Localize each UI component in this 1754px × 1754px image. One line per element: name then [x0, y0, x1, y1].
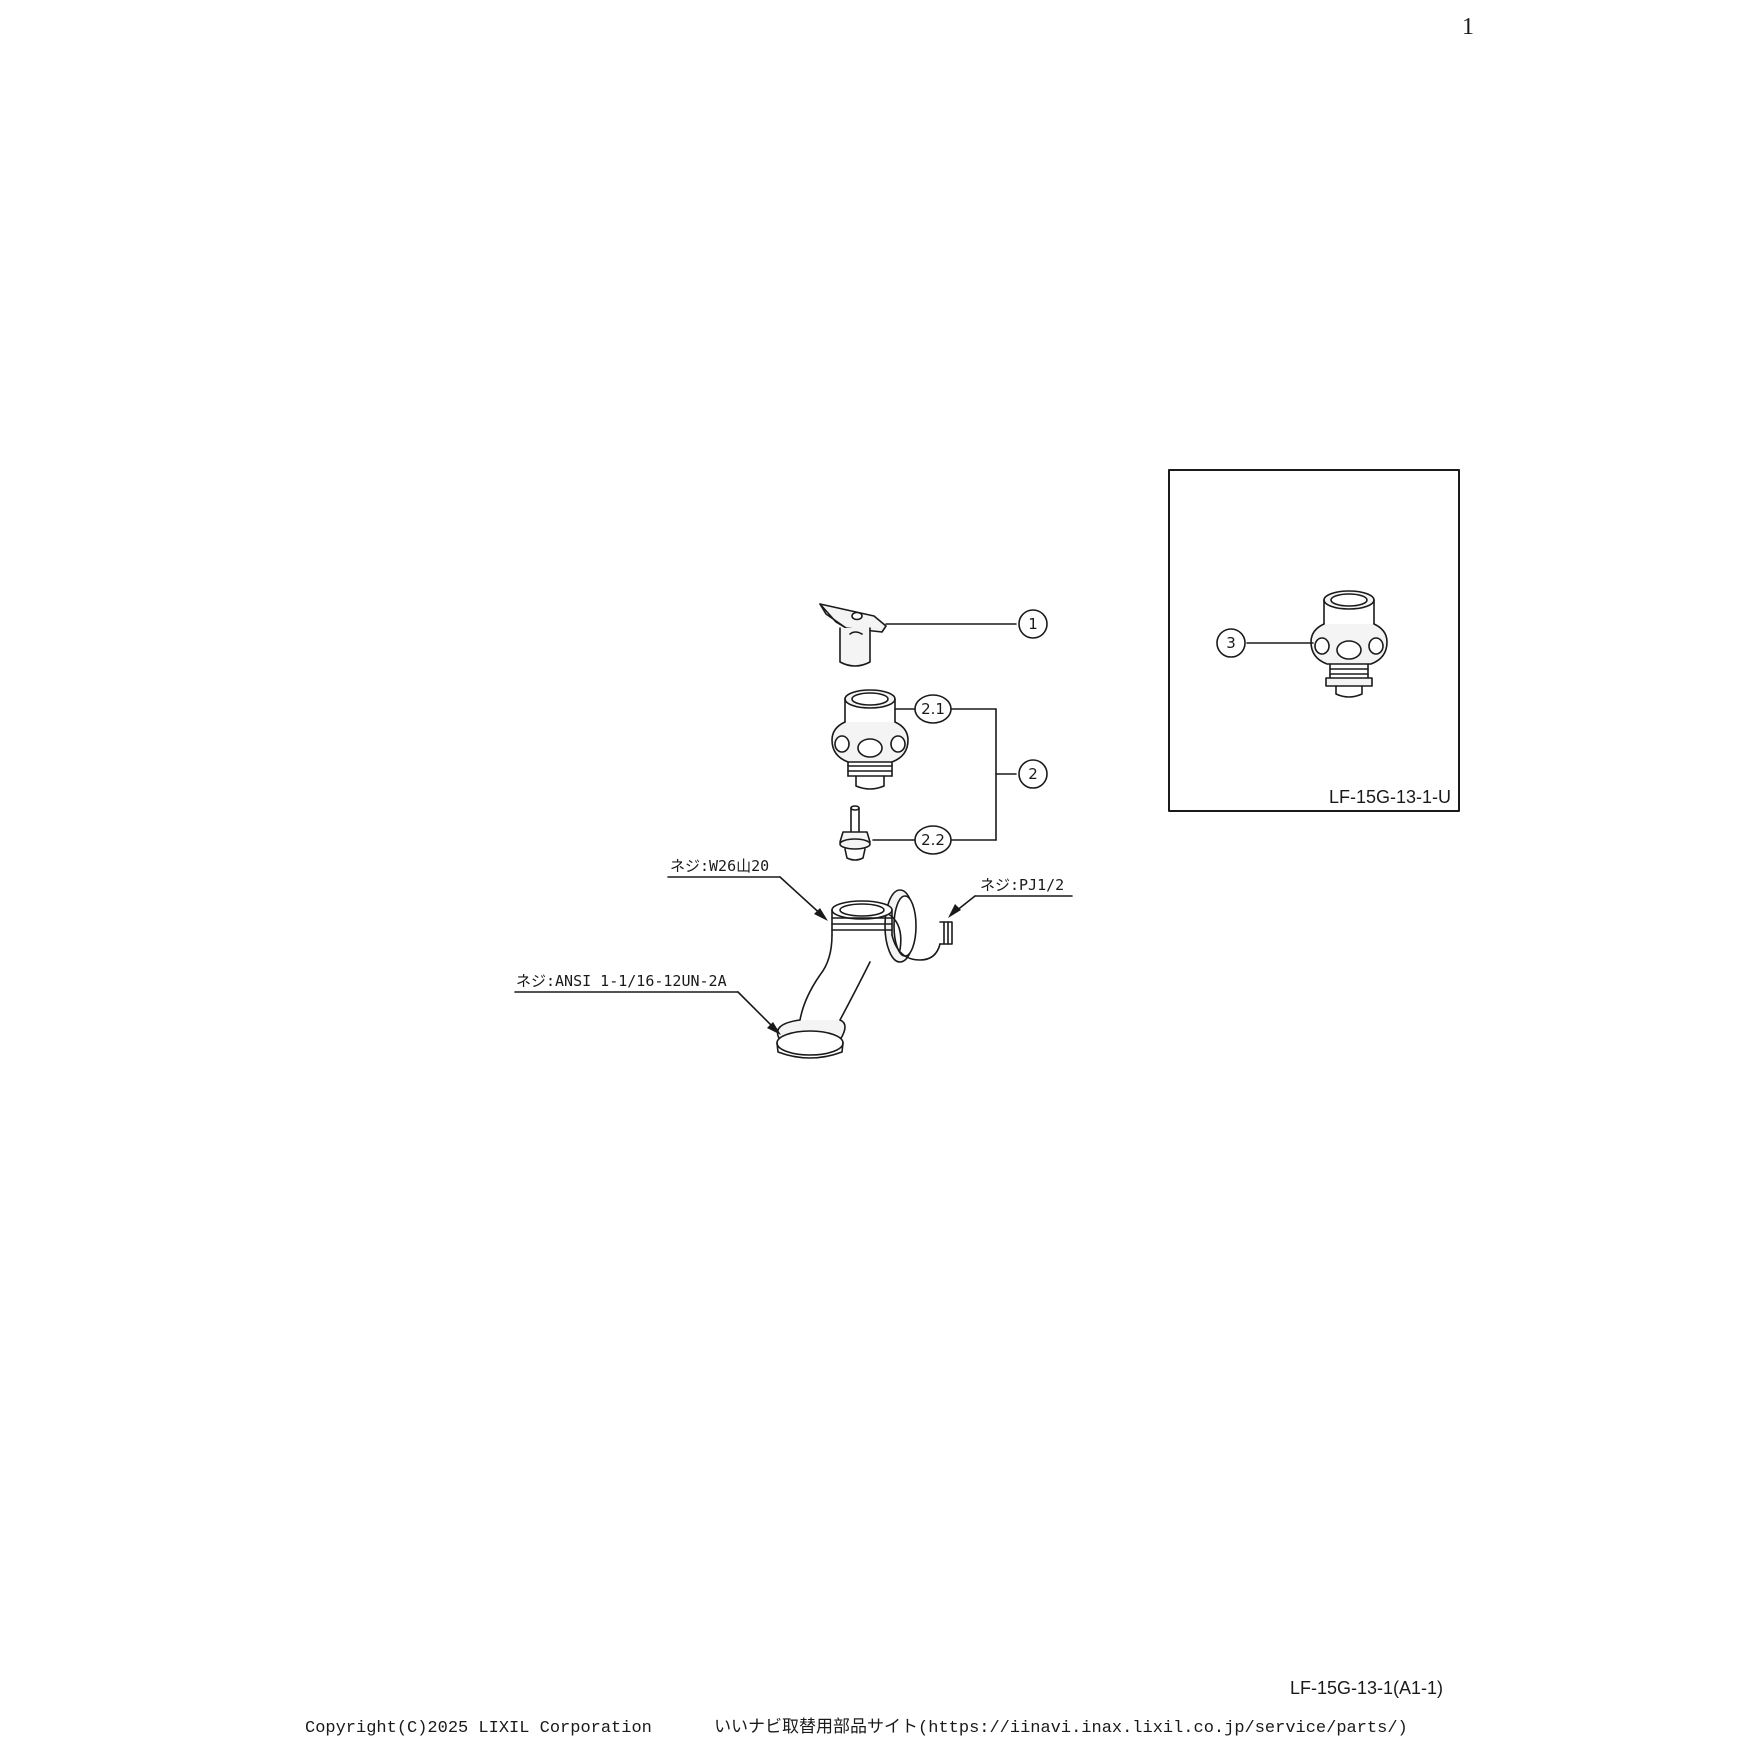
replacement-cartridge-part [1310, 590, 1388, 698]
callout-label-2-2: 2.2 [921, 831, 945, 849]
footer: Copyright(C)2025 LIXIL Corporation いいナビ取… [305, 1712, 1408, 1738]
callout-circle-2 [1018, 759, 1048, 789]
footer-site-link[interactable]: いいナビ取替用部品サイト(https://iinavi.inax.lixil.c… [714, 1719, 1408, 1738]
callout-circle-2-1 [914, 694, 952, 724]
callout-label-2-1: 2.1 [921, 700, 945, 718]
callout-circle-3 [1216, 628, 1246, 658]
handle-part [819, 603, 887, 667]
callout-label-1: 1 [1028, 615, 1038, 633]
page-number: 1 [1462, 14, 1474, 40]
leader-lines [514, 623, 1073, 1033]
callout-circle-1 [1018, 609, 1048, 639]
inset-label: LF-15G-13-1-U [1329, 787, 1451, 807]
leader-arrowheads [767, 904, 961, 1035]
callout-circle-2-2 [914, 825, 952, 855]
document-code: LF-15G-13-1(A1-1) [1290, 1678, 1444, 1698]
spindle-part [839, 805, 871, 861]
callout-label-2: 2 [1028, 765, 1038, 783]
callout-label-3: 3 [1226, 634, 1236, 652]
thread-label-top: ネジ:W26山20 [670, 857, 769, 875]
faucet-body-part [776, 889, 953, 1059]
thread-label-side: ネジ:PJ1/2 [980, 876, 1064, 894]
thread-label-bottom: ネジ:ANSI 1-1/16-12UN-2A [516, 972, 727, 990]
footer-copyright: Copyright(C)2025 LIXIL Corporation [305, 1719, 652, 1738]
inset-frame [1168, 469, 1460, 812]
cartridge-body-part [831, 689, 909, 790]
